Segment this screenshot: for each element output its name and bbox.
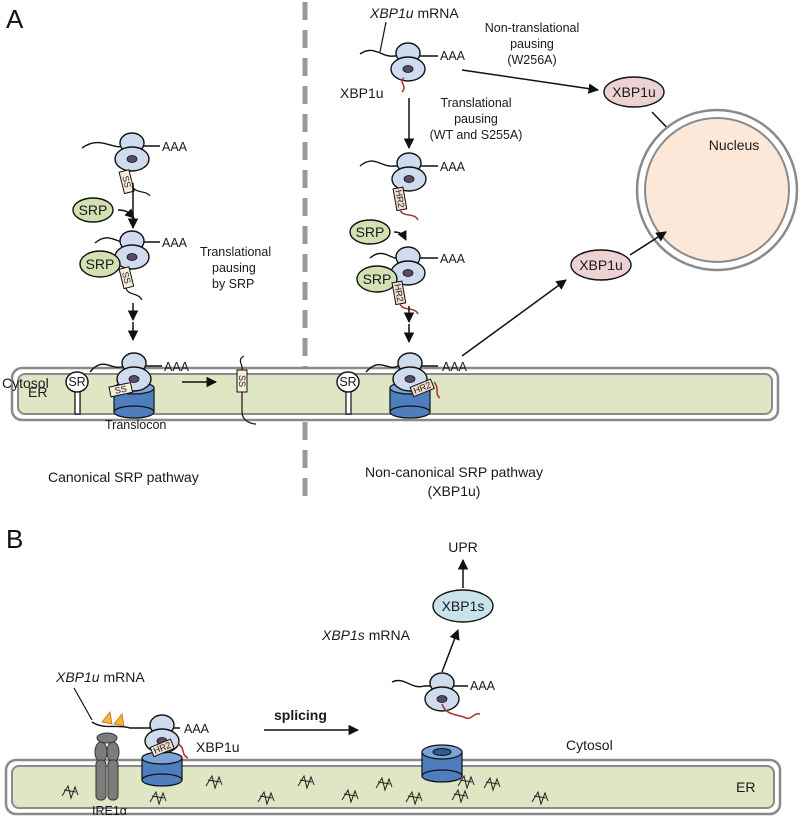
svg-text:pausing: pausing (510, 37, 554, 51)
arrow-release-xbp1u (461, 279, 567, 357)
svg-text:(XBP1u): (XBP1u) (428, 483, 481, 499)
svg-text:SRP: SRP (86, 256, 115, 272)
svg-text:XBP1u mRNA: XBP1u mRNA (55, 669, 145, 685)
svg-text:SS: SS (120, 175, 133, 189)
svg-text:SRP: SRP (356, 224, 385, 240)
svg-text:HR2: HR2 (393, 189, 406, 208)
svg-text:Nucleus: Nucleus (709, 137, 760, 153)
svg-text:Non-translational: Non-translational (485, 21, 580, 35)
caption-canonical: Canonical SRP pathway (48, 469, 199, 485)
arrow-nontranslational (461, 69, 600, 94)
signal-sequence-tag: SS (118, 169, 135, 195)
svg-text:HR2: HR2 (392, 283, 405, 302)
er-membrane-b (4, 758, 782, 816)
ribosome-stage-2: SRP SS AAA (79, 230, 188, 301)
cytosol-label-a: Cytosol (2, 375, 49, 391)
svg-text:SS: SS (114, 384, 128, 396)
ribosome-docked-canonical: SR SS AAA (65, 352, 190, 419)
xbp1u-mrna-label: XBP1u mRNA (369, 5, 459, 21)
svg-text:XBP1s mRNA: XBP1s mRNA (321, 627, 411, 643)
ribosome-xbp1s: AAA (391, 672, 496, 720)
cytosol-label-b: Cytosol (566, 737, 613, 753)
svg-text:SR: SR (339, 375, 356, 389)
svg-text:pausing: pausing (212, 261, 256, 275)
panel-b-label: B (6, 524, 23, 554)
svg-text:XBP1u mRNA: XBP1u mRNA (369, 5, 459, 21)
ribosome-xbp1u-top: AAA (359, 42, 466, 93)
panel-a-label: A (6, 4, 24, 34)
splice-site-markers (101, 711, 125, 727)
svg-text:Translational: Translational (200, 245, 271, 259)
pausing-note-srp: Translational pausing by SRP (200, 245, 271, 291)
svg-text:XBP1u: XBP1u (579, 257, 623, 273)
srp-receptor-right: SR (336, 371, 360, 415)
svg-text:AAA: AAA (442, 360, 468, 374)
translocon-b-right (421, 744, 463, 783)
svg-text:AAA: AAA (440, 49, 466, 63)
svg-text:Translational: Translational (440, 96, 511, 110)
svg-text:SRP: SRP (363, 271, 392, 287)
ribosome-hr2: HR2 AAA (359, 152, 466, 221)
svg-text:XBP1u: XBP1u (612, 84, 656, 100)
translational-note: Translational pausing (WT and S255A) (430, 96, 523, 142)
aaa-tail: AAA (162, 140, 188, 154)
xbp1u-free-top: XBP1u (603, 76, 665, 108)
arrow-to-xbp1s (441, 629, 460, 673)
xbp1u-mrna-label-b: XBP1u mRNA (55, 669, 145, 685)
svg-text:AAA: AAA (162, 236, 188, 250)
svg-text:Non-canonical SRP pathway: Non-canonical SRP pathway (365, 464, 543, 480)
nucleus: Nucleus (635, 108, 799, 272)
xbp1s-mrna-label: XBP1s mRNA (321, 627, 411, 643)
nontranslational-note: Non-translational pausing (W256A) (485, 21, 580, 67)
arrow-srp-bind-right (393, 229, 407, 241)
translocon-b-left (141, 751, 183, 787)
ire1-label: IRE1α (92, 804, 127, 817)
xbp1u-nascent-label: XBP1u (340, 85, 384, 101)
srp-particle-free: SRP (72, 197, 114, 223)
svg-text:AAA: AAA (470, 679, 496, 693)
er-label-b: ER (736, 779, 755, 795)
svg-text:SS: SS (237, 375, 247, 387)
inserted-signal-sequence: SS (236, 355, 257, 425)
ribosome-docked-b: HR2 AAA (91, 714, 210, 787)
svg-text:AAA: AAA (164, 360, 190, 374)
svg-text:AAA: AAA (440, 252, 466, 266)
svg-text:(WT and S255A): (WT and S255A) (430, 128, 523, 142)
upr-label: UPR (448, 539, 478, 555)
xbp1u-free-middle: XBP1u (570, 249, 632, 281)
arrow-to-nucleus-2 (629, 231, 667, 256)
xbp1s-protein: XBP1s (432, 589, 494, 623)
svg-text:XBP1s: XBP1s (442, 598, 485, 614)
svg-text:SS: SS (120, 271, 133, 285)
svg-text:SR: SR (68, 375, 85, 389)
splicing-label: splicing (274, 707, 327, 723)
arrow-srp-bind (117, 208, 135, 219)
ribosome-stage-1: SS AAA (81, 132, 188, 197)
ribosome-docked-noncanonical: SR HR2 AAA (336, 352, 468, 419)
svg-text:AAA: AAA (440, 160, 466, 174)
svg-text:(W256A): (W256A) (507, 53, 556, 67)
translocon-label: Translocon (105, 418, 166, 432)
svg-text:SRP: SRP (79, 202, 108, 218)
ribosome-srp-hr2: SRP HR2 AAA (356, 246, 466, 315)
caption-noncanonical: Non-canonical SRP pathway (XBP1u) (365, 464, 543, 499)
svg-text:by SRP: by SRP (212, 277, 254, 291)
srp-particle-free-right: SRP (349, 219, 391, 245)
ire1-alpha (94, 732, 120, 801)
svg-text:pausing: pausing (454, 112, 498, 126)
svg-text:AAA: AAA (184, 722, 210, 736)
srp-receptor: SR (65, 371, 89, 415)
er-label-a: ER (28, 384, 47, 400)
xbp1u-label-b: XBP1u (196, 739, 240, 755)
